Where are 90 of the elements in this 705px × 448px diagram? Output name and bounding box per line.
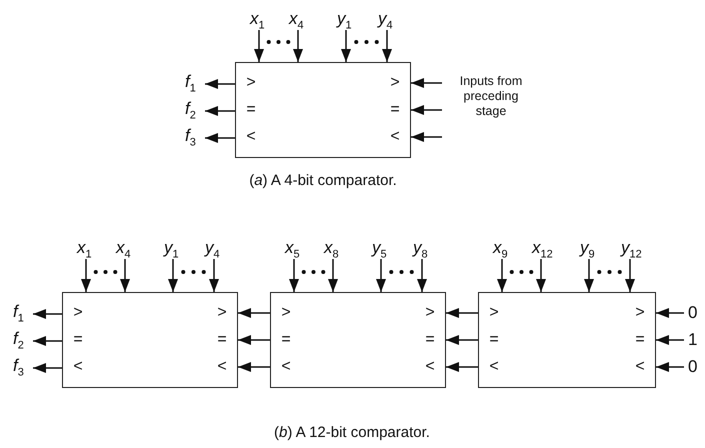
signal-symbol: <: [634, 358, 646, 376]
signal-label: x$_{9}$: [493, 238, 527, 259]
signal-label: x$_{4}$: [289, 9, 323, 30]
comparator-block: [235, 62, 411, 158]
signal-symbol: =: [280, 331, 292, 349]
arrow: [411, 78, 442, 88]
signal-label: f$_{3}$: [13, 356, 31, 380]
arrow: [238, 335, 270, 345]
signal-symbol: <: [424, 358, 436, 376]
arrow: [625, 259, 635, 292]
arrow: [417, 259, 427, 292]
signal-symbol: <: [280, 358, 292, 376]
signal-symbol: >: [216, 304, 228, 322]
arrow: [238, 308, 270, 318]
signal-label: 0: [688, 303, 700, 323]
arrow: [446, 362, 478, 372]
signal-label: y$_{9}$: [580, 238, 614, 259]
signal-label: x$_{5}$: [285, 238, 319, 259]
arrow: [341, 30, 351, 62]
signal-label: x$_{1}$: [250, 9, 284, 30]
arrow: [584, 259, 594, 292]
signal-symbol: =: [634, 331, 646, 349]
signal-label: y$_{12}$: [621, 238, 655, 259]
arrow: [205, 79, 235, 89]
arrow: [376, 259, 386, 292]
signal-symbol: <: [216, 358, 228, 376]
signal-symbol: >: [245, 74, 257, 92]
signal-label: x$_{4}$: [116, 238, 150, 259]
signal-symbol: >: [424, 304, 436, 322]
arrow: [209, 259, 219, 292]
arrow: [446, 308, 478, 318]
arrow: [328, 259, 338, 292]
arrow: [656, 362, 684, 372]
arrow: [33, 309, 62, 319]
signal-symbol: <: [245, 128, 257, 146]
signal-symbol: =: [424, 331, 436, 349]
signal-symbol: >: [280, 304, 292, 322]
signal-label: y$_{4}$: [205, 238, 239, 259]
signal-label: y$_{8}$: [413, 238, 447, 259]
arrow: [120, 259, 130, 292]
signal-label: f$_{3}$: [185, 126, 203, 150]
signal-label: f$_{1}$: [185, 72, 203, 96]
arrow: [497, 259, 507, 292]
arrow: [81, 259, 91, 292]
signal-symbol: =: [245, 101, 257, 119]
comparator-block: [270, 292, 446, 388]
signal-label: x$_{8}$: [324, 238, 358, 259]
arrow: [238, 362, 270, 372]
arrow: [254, 30, 264, 62]
signal-symbol: =: [216, 331, 228, 349]
signal-symbol: <: [488, 358, 500, 376]
signal-symbol: >: [634, 304, 646, 322]
arrow: [411, 132, 442, 142]
arrow: [168, 259, 178, 292]
arrow: [33, 336, 62, 346]
comparator-block: [478, 292, 656, 388]
signal-label: y$_{1}$: [164, 238, 198, 259]
arrow: [289, 259, 299, 292]
arrow: [293, 30, 303, 62]
figure-caption: (a) A 4-bit comparator.: [249, 172, 397, 189]
signal-symbol: =: [389, 101, 401, 119]
signal-label: f$_{2}$: [185, 99, 203, 123]
signal-label: x$_{12}$: [532, 238, 566, 259]
arrow: [205, 133, 235, 143]
signal-label: y$_{1}$: [337, 9, 371, 30]
signal-label: y$_{5}$: [372, 238, 406, 259]
signal-label: x$_{1}$: [77, 238, 111, 259]
signal-symbol: <: [72, 358, 84, 376]
arrow: [33, 363, 62, 373]
signal-label: 1: [688, 330, 700, 350]
arrow: [446, 335, 478, 345]
signal-symbol: >: [488, 304, 500, 322]
figure-caption: (b) A 12-bit comparator.: [274, 424, 430, 441]
signal-label: f$_{2}$: [13, 329, 31, 353]
signal-symbol: =: [72, 331, 84, 349]
comparator-block: [62, 292, 238, 388]
arrow: [411, 105, 442, 115]
arrow: [656, 308, 684, 318]
arrow: [536, 259, 546, 292]
signal-label: y$_{4}$: [378, 9, 412, 30]
signal-symbol: >: [72, 304, 84, 322]
signal-symbol: =: [488, 331, 500, 349]
signal-label: f$_{1}$: [13, 302, 31, 326]
arrow: [205, 106, 235, 116]
arrow: [382, 30, 392, 62]
arrow: [656, 335, 684, 345]
signal-symbol: <: [389, 128, 401, 146]
signal-symbol: >: [389, 74, 401, 92]
input-note: Inputs from preceding stage: [448, 74, 534, 122]
signal-label: 0: [688, 357, 700, 377]
